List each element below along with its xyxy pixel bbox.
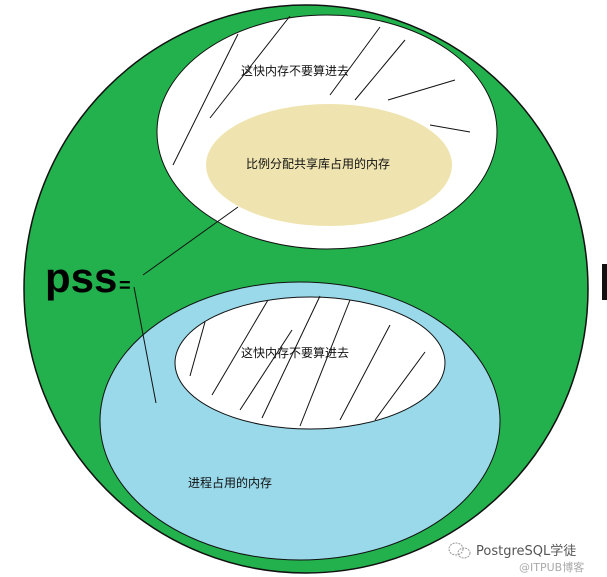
bottom-excluded-ellipse [174, 296, 446, 430]
bottom-hatch-lines [189, 295, 426, 427]
wechat-icon [448, 542, 471, 559]
top-excluded-label: 这快内存不要算进去 [241, 63, 349, 78]
top-hatch-lines [172, 15, 471, 166]
edge-mark [602, 264, 607, 300]
pointer-line-bottom [133, 286, 157, 404]
watermark-account: PostgreSQL学徒 [476, 543, 576, 559]
equals-sign: = [119, 275, 131, 297]
shared-lib-ellipse [206, 104, 452, 226]
pss-label: pss [45, 254, 117, 301]
shared-lib-label: 比例分配共享库占用的内存 [246, 156, 390, 171]
process-memory-label: 进程占用的内存 [188, 475, 272, 490]
pointer-line-top [142, 206, 239, 276]
watermark-source: @ITPUB博客 [519, 560, 584, 574]
bottom-excluded-label: 这快内存不要算进去 [241, 345, 349, 360]
